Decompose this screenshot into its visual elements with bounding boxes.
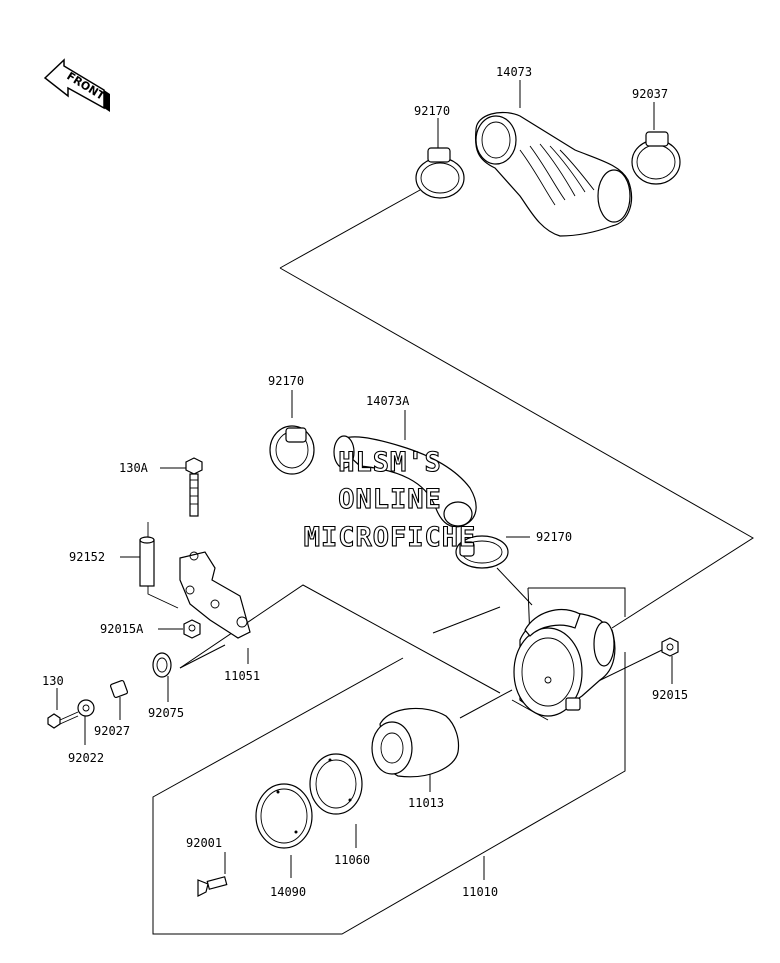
wing-bolt-92001 xyxy=(197,876,228,897)
duct-hose-14073 xyxy=(474,111,633,237)
label-92170-mid: 92170 xyxy=(268,374,304,388)
label-92170-right: 92170 xyxy=(536,530,572,544)
label-92015: 92015 xyxy=(652,688,688,702)
gasket-11060 xyxy=(309,753,363,815)
washer-92022 xyxy=(77,699,95,717)
label-92027: 92027 xyxy=(94,724,130,738)
label-14073: 14073 xyxy=(496,65,532,79)
watermark-line-1: HLSM'S xyxy=(338,447,442,478)
collar-92152 xyxy=(139,522,179,609)
label-92170-top: 92170 xyxy=(414,104,450,118)
leader-lines xyxy=(56,80,673,880)
nut-92015A xyxy=(183,619,201,639)
label-130: 130 xyxy=(42,674,64,688)
bolt-130A xyxy=(185,457,203,517)
label-92022: 92022 xyxy=(68,751,104,765)
label-92075: 92075 xyxy=(148,706,184,720)
nut-92015 xyxy=(661,637,679,657)
label-92015A: 92015A xyxy=(100,622,144,636)
watermark-line-2: ONLINE xyxy=(338,484,442,515)
label-11051: 11051 xyxy=(224,669,260,683)
label-130A: 130A xyxy=(119,461,149,475)
collar-92027 xyxy=(109,679,129,699)
clamp-92170-top xyxy=(415,147,465,199)
hose-14073A xyxy=(333,435,477,528)
clamp-92170-mid xyxy=(269,425,315,475)
label-11013: 11013 xyxy=(408,796,444,810)
label-11060: 11060 xyxy=(334,853,370,867)
grommet-92075 xyxy=(152,652,172,678)
watermark: HLSM'S ONLINE MICROFICHE xyxy=(303,446,477,553)
cover-14090 xyxy=(255,783,313,849)
label-92152: 92152 xyxy=(69,550,105,564)
label-11010: 11010 xyxy=(462,885,498,899)
part-labels: 14073 92170 92037 92170 14073A 130A 9215… xyxy=(42,65,688,899)
front-arrow-icon: FRONT xyxy=(43,58,110,112)
clamp-92037 xyxy=(631,131,681,185)
air-cleaner-housing xyxy=(513,609,616,717)
label-92037: 92037 xyxy=(632,87,668,101)
label-14073A: 14073A xyxy=(366,394,410,408)
bolt-130 xyxy=(47,711,79,729)
assembly-outline xyxy=(152,189,754,935)
label-14090: 14090 xyxy=(270,885,306,899)
filter-element-11013 xyxy=(371,707,460,778)
clamp-92170-right xyxy=(455,535,509,569)
label-92001: 92001 xyxy=(186,836,222,850)
watermark-line-3: MICROFICHE xyxy=(304,522,477,553)
bracket-11051 xyxy=(179,551,251,639)
